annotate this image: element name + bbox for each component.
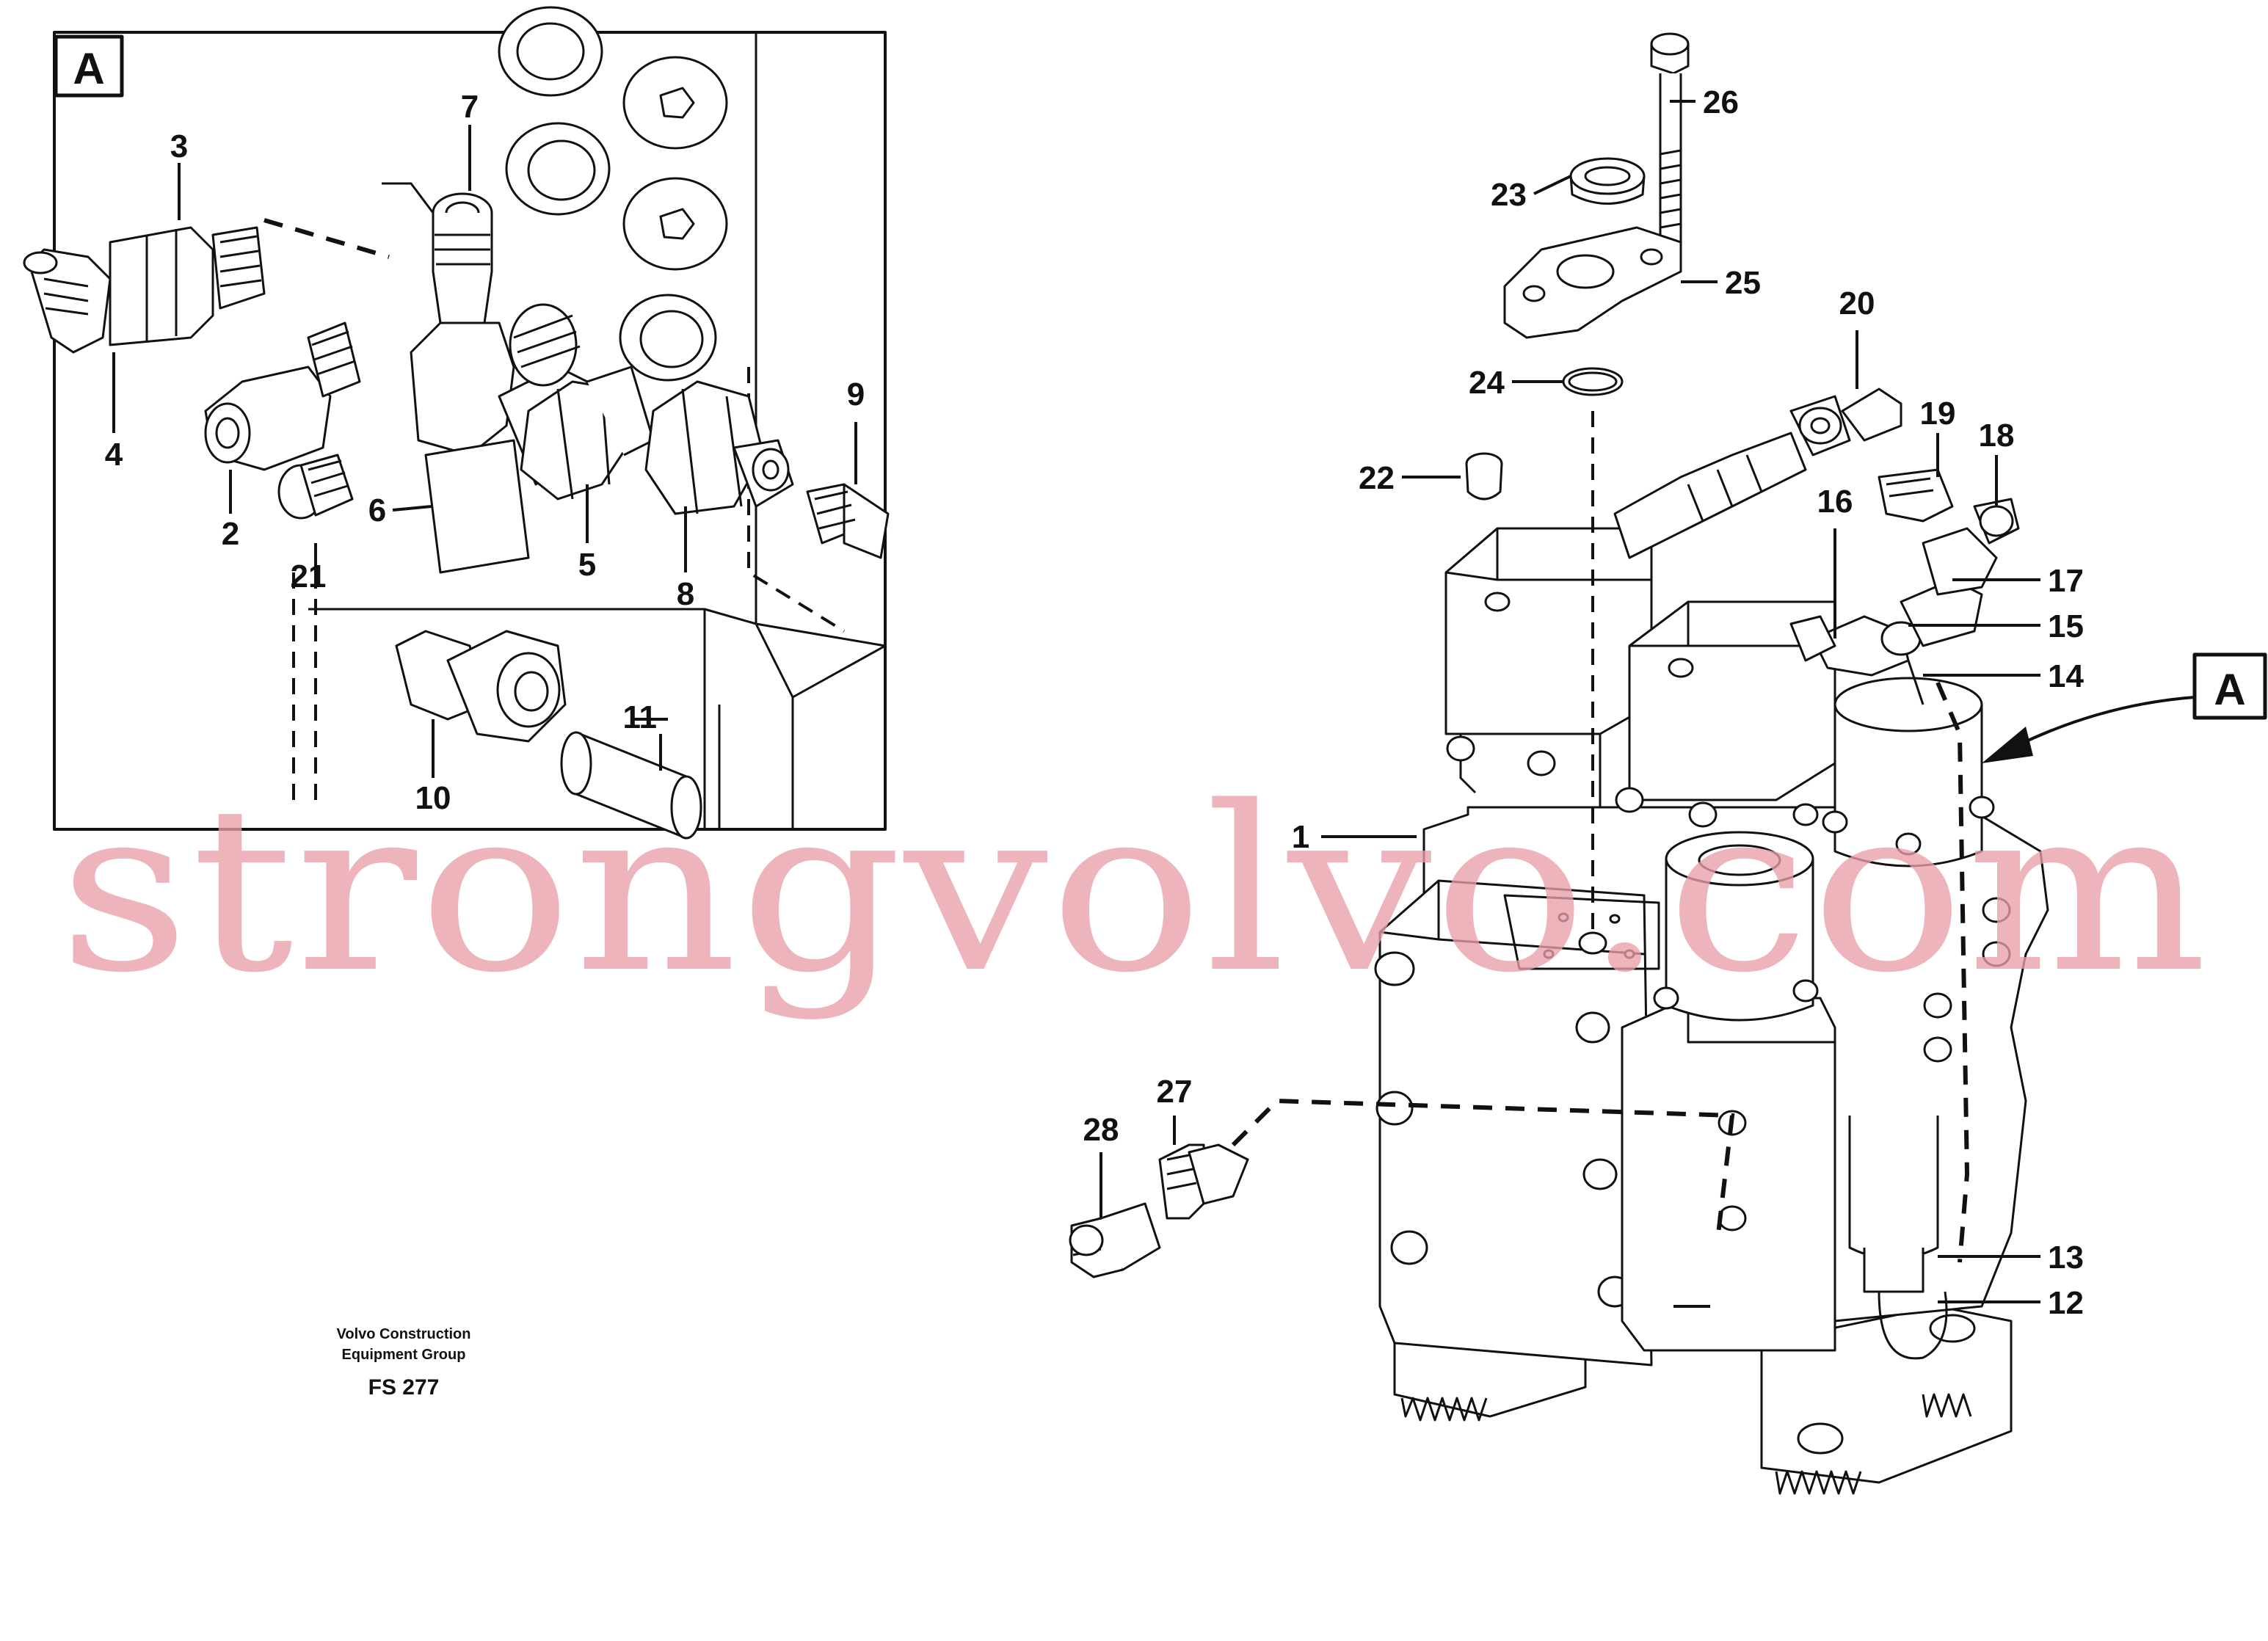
tee-outlet-part-7 — [382, 182, 435, 214]
callout-24: 24 — [1469, 365, 1505, 401]
callout-1: 1 — [1292, 819, 1309, 855]
fittings-27-28 — [1069, 1098, 1735, 1278]
callout-26: 26 — [1703, 84, 1739, 120]
callout-13: 13 — [2048, 1240, 2084, 1276]
union-part-8 — [644, 380, 794, 515]
callout-14: 14 — [2048, 658, 2084, 694]
sleeve-part-11 — [560, 731, 702, 840]
callout-21: 21 — [291, 558, 327, 594]
callout-25: 25 — [1725, 265, 1761, 301]
view-reference-arrow: A — [1982, 652, 2267, 763]
caption-group: Equipment Group — [342, 1347, 466, 1363]
callout-22: 22 — [1359, 460, 1395, 496]
callout-6: 6 — [368, 492, 386, 528]
callout-12: 12 — [2048, 1285, 2084, 1321]
elbow-fitting-part-4 — [23, 248, 112, 354]
callout-18: 18 — [1979, 418, 2015, 454]
main-leaders — [1100, 100, 2040, 1308]
callout-20: 20 — [1839, 285, 1875, 321]
callout-4: 4 — [105, 437, 123, 473]
flange-hardware — [1465, 32, 1690, 501]
connector-part-2 — [204, 321, 361, 471]
callout-17: 17 — [2048, 563, 2084, 599]
callout-28: 28 — [1083, 1112, 1119, 1148]
detail-leaders — [112, 125, 857, 778]
caption-block: Volvo Construction Equipment Group FS 27… — [337, 1326, 471, 1400]
plug-part-21 — [277, 454, 354, 520]
nipple-part-9 — [806, 483, 890, 559]
callout-27: 27 — [1157, 1074, 1193, 1110]
elbow-part-10 — [395, 630, 567, 743]
callout-9: 9 — [847, 376, 865, 412]
callout-10: 10 — [415, 780, 451, 816]
callout-3: 3 — [170, 128, 188, 164]
nut-part-5 — [520, 365, 655, 501]
callout-5: 5 — [578, 547, 596, 583]
callout-19: 19 — [1920, 396, 1956, 432]
watermark: strongvolvo.com — [59, 758, 2209, 1023]
main-view-reference-label: A — [2214, 665, 2245, 714]
callout-23: 23 — [1491, 177, 1527, 213]
caption-company: Volvo Construction — [337, 1326, 471, 1342]
callout-7: 7 — [461, 89, 479, 125]
callout-8: 8 — [677, 576, 694, 612]
detail-view-a: A — [23, 6, 890, 840]
tee-fitting-part-6 — [410, 192, 589, 574]
detail-view-label: A — [73, 44, 104, 93]
valve-block-assembly — [1374, 387, 2049, 1495]
straight-union-part-3 — [109, 226, 266, 346]
callout-11: 11 — [622, 699, 657, 735]
callout-2: 2 — [222, 516, 239, 552]
callout-15: 15 — [2048, 608, 2084, 644]
callout-labels: 1 2 3 4 5 6 7 8 9 10 11 12 13 14 15 16 1… — [105, 84, 2085, 1321]
caption-figure-code: FS 277 — [368, 1375, 440, 1400]
manifold-port-bosses — [498, 6, 728, 382]
callout-16: 16 — [1817, 484, 1853, 520]
